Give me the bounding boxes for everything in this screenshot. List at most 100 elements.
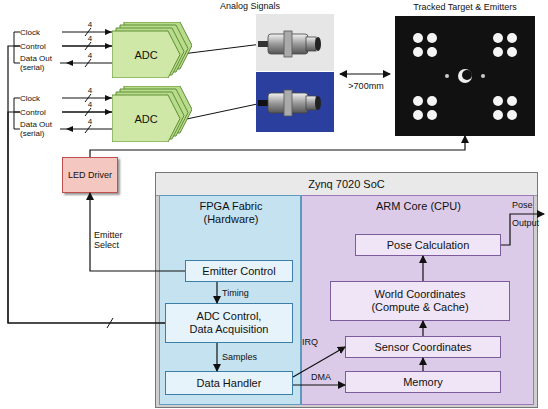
emitter-led	[493, 96, 503, 106]
node-label: Tracked Target & Emitters	[395, 2, 535, 13]
photo-background	[256, 72, 334, 132]
signal-name: Clock	[20, 94, 62, 103]
node-label: ARM Core (CPU)	[319, 200, 519, 213]
signal-name: Control	[20, 42, 62, 51]
bus-bracket	[14, 98, 15, 129]
emitter-led	[507, 33, 517, 43]
process-box: Sensor Coordinates	[345, 336, 501, 358]
node-label: Sensor Coordinates	[374, 341, 471, 354]
process-box: World Coordinates (Compute & Cache)	[330, 281, 510, 321]
emitter-led	[507, 110, 517, 120]
node-label: Zynq 7020 SoC	[156, 173, 537, 196]
emitter-led	[427, 33, 437, 43]
node-label: ADC Control, Data Acquisition	[184, 310, 274, 336]
node-label: FPGA Fabric (Hardware)	[176, 200, 286, 226]
bus-slash	[85, 108, 91, 116]
emitter-led	[413, 47, 423, 57]
marker-dot	[445, 74, 449, 78]
emitter-led	[427, 47, 437, 57]
target-image: Tracked Target & Emitters	[395, 0, 535, 136]
adc-block: ADC	[112, 86, 192, 142]
emitter-led	[507, 96, 517, 106]
node-label: Memory	[403, 376, 443, 389]
sensor-nut	[284, 31, 292, 57]
emitter-led	[493, 47, 503, 57]
emitter-cluster	[413, 96, 437, 120]
emitter-cluster	[493, 96, 517, 120]
process-box: Pose Calculation	[355, 234, 501, 256]
signal-name: Data Out (serial)	[20, 120, 60, 138]
adc-layer	[112, 95, 180, 142]
sensor-nut	[284, 90, 292, 116]
emitter-led	[427, 110, 437, 120]
sensor-front	[315, 96, 321, 110]
edge-label: DMA	[311, 372, 337, 382]
bus-width: 4	[84, 117, 96, 126]
photo-background	[256, 14, 334, 71]
edge-label: Samples	[222, 352, 272, 362]
signal-name: Control	[20, 108, 62, 117]
target-board	[395, 16, 535, 136]
bus-width: 4	[84, 20, 96, 29]
dimension: >700mm	[336, 81, 396, 91]
sensor-cylinder	[258, 31, 321, 57]
analog-wire	[182, 103, 262, 120]
edge-label: IRQ	[302, 337, 322, 347]
target-photo	[395, 16, 535, 136]
sensor-photos	[256, 14, 334, 132]
adc-block: ADC	[112, 22, 192, 78]
edge-label: Timing	[222, 288, 272, 298]
sensor-lens	[306, 37, 316, 51]
signal-name: Analog Signals	[200, 1, 300, 11]
node-label: ADC	[112, 31, 180, 78]
edge-label: Emitter Select	[94, 230, 140, 250]
arrowhead	[66, 60, 73, 66]
emitter-led	[493, 33, 503, 43]
process-box: Emitter Control	[185, 260, 293, 282]
process-box: Memory	[345, 371, 501, 393]
signal-name: Clock	[20, 28, 62, 37]
emitter-led	[427, 96, 437, 106]
process-box: ADC Control, Data Acquisition	[165, 303, 293, 343]
node-label: Pose Calculation	[387, 239, 470, 252]
emitter-led	[493, 110, 503, 120]
bus-width: 4	[84, 51, 96, 60]
soc-box: Zynq 7020 SoC FPGA Fabric (Hardware) Emitt…	[155, 172, 538, 408]
connector	[8, 112, 165, 323]
arrowhead	[105, 109, 112, 115]
node-label: Data Handler	[197, 377, 262, 390]
signal-name: Data Out (serial)	[20, 54, 60, 72]
bus-width: 4	[84, 86, 96, 95]
process-box: Data Handler	[165, 371, 293, 395]
fabric-region: FPGA Fabric (Hardware) Emitter ControlADC…	[159, 195, 301, 405]
bus-width: 4	[84, 34, 96, 43]
sensor-lens	[306, 96, 316, 110]
center-marker	[458, 69, 472, 83]
distance-arrow	[340, 73, 390, 74]
arrowhead	[105, 95, 112, 101]
node-label: ADC	[112, 95, 180, 142]
node-label: LED Driver	[68, 170, 112, 181]
arrowhead	[66, 126, 73, 132]
marker-dot	[481, 74, 485, 78]
analog-wire	[182, 44, 262, 54]
bus-slash	[85, 42, 91, 50]
bus-slash	[85, 59, 91, 67]
driver-box: LED Driver	[62, 157, 118, 193]
emitter-led	[413, 33, 423, 43]
emitter-cluster	[493, 33, 517, 57]
emitter-cluster	[413, 33, 437, 57]
cpu-region: ARM Core (CPU) Pose CalculationWorld Coor…	[301, 195, 534, 405]
arrowhead	[105, 43, 112, 49]
node-label: Emitter Control	[202, 265, 275, 278]
bus-slash	[107, 318, 113, 328]
bus-width: 4	[84, 100, 96, 109]
adc-layer	[112, 31, 180, 78]
center-marker	[462, 70, 472, 80]
wire-arrowheads	[66, 29, 112, 132]
sensor-front	[315, 37, 321, 51]
emitter-led	[413, 96, 423, 106]
emitter-led	[413, 110, 423, 120]
sensor-cylinder	[258, 90, 321, 116]
